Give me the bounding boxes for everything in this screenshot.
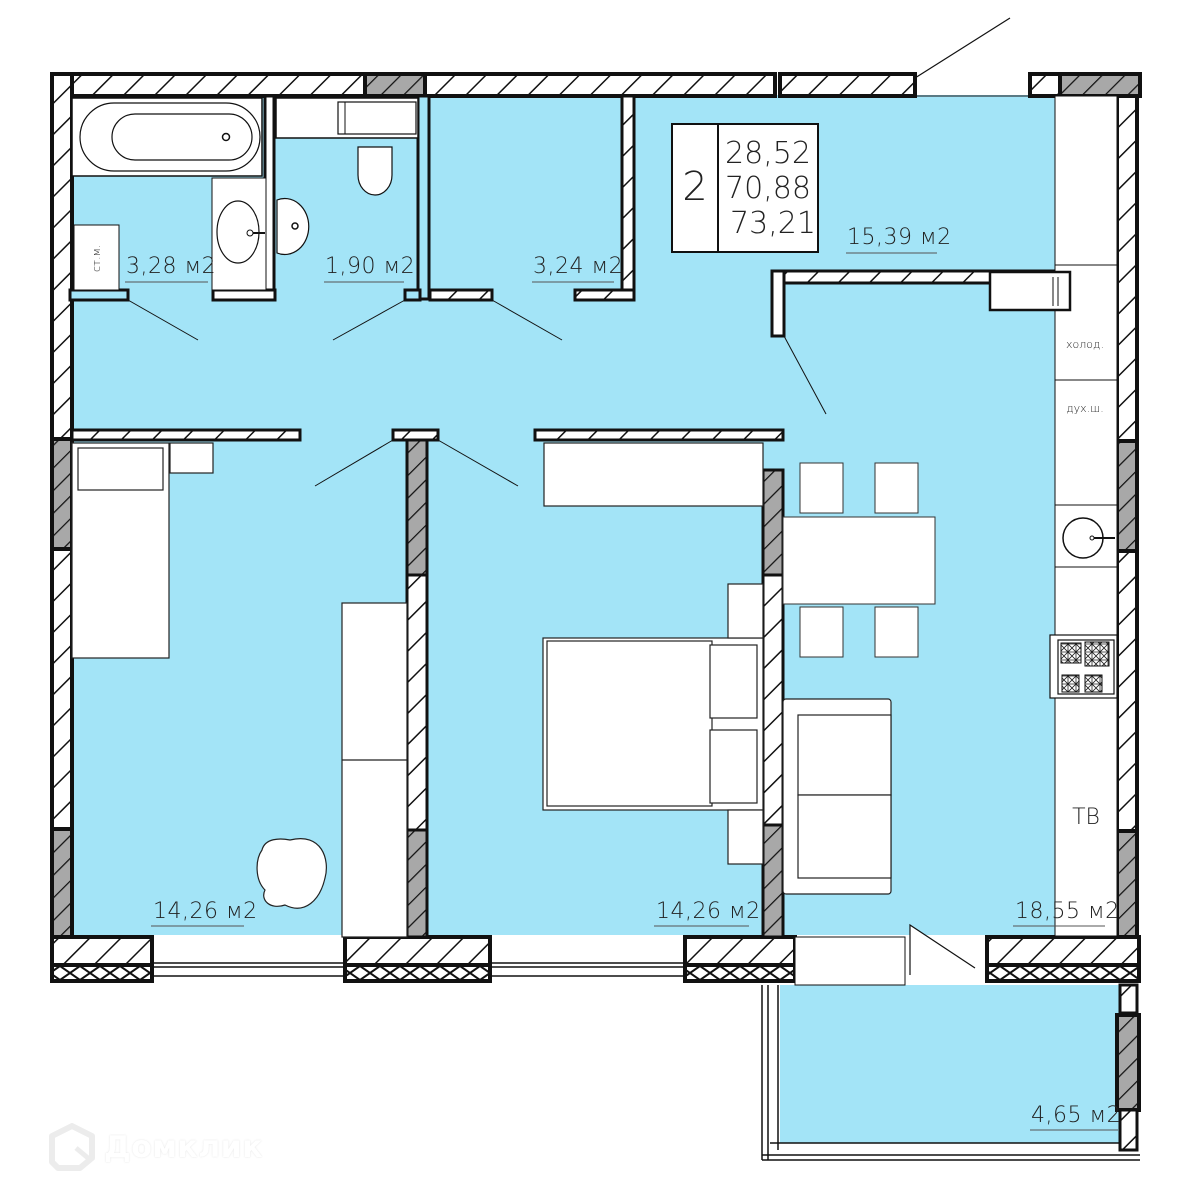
rooms-count: 2	[682, 164, 707, 210]
toilet-sink-icon	[276, 197, 310, 256]
balcony-structure	[761, 923, 1141, 1161]
watermark: Домклик	[48, 1122, 263, 1172]
toilet-icon	[275, 97, 419, 196]
single-bed-icon	[71, 442, 214, 659]
total-area-with-balcony-value: 73,21	[730, 206, 816, 241]
sink-icon	[211, 177, 267, 291]
living-area-value: 28,52	[725, 136, 811, 171]
total-area-value: 70,88	[725, 171, 811, 206]
fridge-label: холод.	[1066, 338, 1104, 351]
bathtub-icon	[71, 97, 263, 177]
hallway-area-label: 15,39 м2	[847, 225, 952, 250]
apartment-info-box	[671, 123, 819, 253]
stove-icon	[1049, 634, 1118, 699]
washer-label: ст.м.	[90, 245, 103, 272]
sofa-icon	[782, 698, 892, 895]
double-bed-icon	[542, 583, 764, 865]
oven-label: дух.ш.	[1066, 402, 1104, 415]
balcony-area-label: 4,65 м2	[1031, 1103, 1121, 1128]
door-swings	[127, 299, 827, 487]
storage-area-label: 3,24 м2	[533, 254, 623, 279]
washing-machine-icon	[73, 224, 120, 291]
dining-table-icon	[782, 462, 936, 658]
bedroom-center-area-label: 14,26 м2	[656, 899, 761, 924]
room-labels: 3,28 м2 1,90 м2 3,24 м2 15,39 м2 14,26 м…	[125, 225, 1121, 1131]
domclick-logo-icon	[49, 1123, 95, 1171]
kitchen-counter	[988, 95, 1118, 937]
desk-wardrobe-icon	[341, 602, 408, 938]
watermark-brand: Домклик	[104, 1129, 264, 1165]
chair-icon	[256, 838, 327, 909]
bathroom-area-label: 3,28 м2	[126, 254, 216, 279]
bedroom-left-area-label: 14,26 м2	[153, 899, 258, 924]
toilet-area-label: 1,90 м2	[325, 254, 415, 279]
tv-label: ТВ	[1072, 805, 1100, 830]
kitchen-living-area-label: 18,55 м2	[1015, 899, 1120, 924]
wardrobe-icon	[543, 442, 764, 507]
exterior-walls	[50, 17, 1142, 983]
